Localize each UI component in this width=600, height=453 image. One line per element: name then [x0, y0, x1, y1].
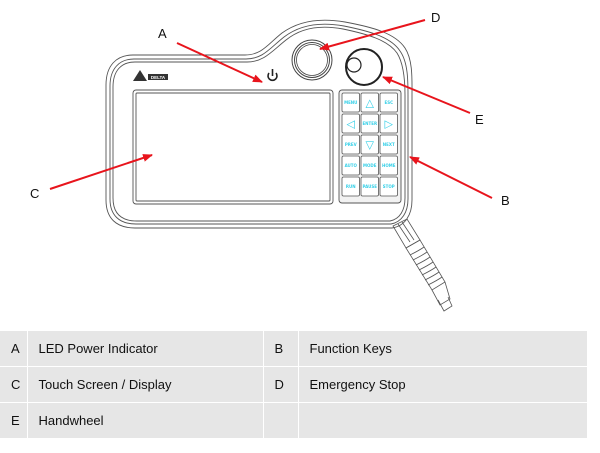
function-keys-panel: MENU △ ESC ◁ ENTER ▷ PREV ▽ NEXT AUTO MODE HOME RUN P… — [338, 89, 402, 204]
key-outline — [341, 155, 360, 176]
key-label: NEXT — [383, 142, 395, 147]
function-key: NEXT — [379, 134, 398, 155]
pendant-diagram: DELTA MENU △ ESC ◁ ENTER ▷ PREV ▽ NEXT AUTO MODE HO… — [30, 10, 510, 312]
key-arrow-icon: ◁ — [347, 118, 356, 131]
function-key: PREV — [341, 134, 360, 155]
function-key: RUN — [341, 176, 360, 197]
key-outline — [379, 176, 398, 197]
legend-key: C — [0, 366, 28, 403]
function-key: STOP — [379, 176, 398, 197]
key-outline — [360, 155, 379, 176]
legend-label: Touch Screen / Display — [27, 366, 264, 403]
device-body — [105, 19, 413, 229]
power-led-icon — [267, 69, 278, 82]
body-outline-inner-2 — [112, 26, 406, 222]
legend-label: LED Power Indicator — [27, 331, 264, 367]
key-label: ENTER — [362, 121, 377, 126]
function-key: ▷ — [379, 113, 398, 134]
function-key: MENU — [341, 92, 360, 113]
callout-label-d: D — [431, 10, 440, 25]
function-key: MODE — [360, 155, 379, 176]
function-key: ▽ — [360, 134, 379, 155]
key-outline — [341, 92, 360, 113]
legend-label: Handwheel — [27, 402, 264, 439]
legend-key: D — [263, 366, 299, 403]
legend-key: E — [0, 402, 28, 439]
legend-label — [298, 402, 587, 439]
key-outline — [360, 92, 379, 113]
function-key: ESC — [379, 92, 398, 113]
key-outline — [341, 113, 360, 134]
key-arrow-icon: ▽ — [366, 139, 375, 152]
cable-connector — [392, 218, 453, 312]
arrow-a — [176, 42, 263, 83]
body-outline-inner — [109, 23, 409, 225]
function-key: ◁ — [341, 113, 360, 134]
key-label: AUTO — [345, 163, 358, 168]
arrow-e — [382, 76, 471, 114]
callout-label-e: E — [475, 112, 484, 127]
legend-key — [263, 402, 299, 439]
emergency-stop-button — [291, 39, 333, 81]
handwheel — [345, 48, 383, 86]
function-key: △ — [360, 92, 379, 113]
legend-row: A LED Power Indicator B Function Keys — [0, 331, 587, 367]
key-label: MODE — [363, 163, 377, 168]
key-label: MENU — [344, 100, 357, 105]
brand-label: DELTA — [151, 75, 166, 80]
key-arrow-icon: △ — [366, 97, 375, 110]
key-outline — [360, 134, 379, 155]
key-outline — [341, 134, 360, 155]
legend-key: A — [0, 331, 28, 367]
callout-arrows — [49, 19, 493, 199]
key-outline — [379, 113, 398, 134]
key-outline — [379, 134, 398, 155]
callout-label-a: A — [158, 26, 167, 41]
function-key: HOME — [379, 155, 398, 176]
key-arrow-icon: ▷ — [385, 118, 394, 131]
function-key: AUTO — [341, 155, 360, 176]
key-outline — [341, 176, 360, 197]
legend-label: Emergency Stop — [298, 366, 587, 403]
legend-label: Function Keys — [298, 331, 587, 367]
legend-table: A LED Power Indicator B Function Keys C … — [0, 331, 587, 439]
key-outline — [360, 113, 379, 134]
key-label: PREV — [345, 142, 358, 147]
key-label: ESC — [384, 100, 393, 105]
arrow-b — [409, 156, 493, 199]
key-label: STOP — [383, 184, 395, 189]
legend-row: E Handwheel — [0, 402, 587, 439]
touch-screen — [132, 89, 334, 205]
callout-label-c: C — [30, 186, 39, 201]
brand-logo: DELTA — [133, 70, 168, 81]
key-outline — [360, 176, 379, 197]
key-outline — [379, 155, 398, 176]
function-key: ENTER — [360, 113, 379, 134]
legend-key: B — [263, 331, 299, 367]
function-key: PAUSE — [360, 176, 379, 197]
key-label: RUN — [346, 184, 356, 189]
key-label: PAUSE — [363, 184, 378, 189]
key-outline — [379, 92, 398, 113]
legend-row: C Touch Screen / Display D Emergency Sto… — [0, 366, 587, 403]
key-label: HOME — [382, 163, 396, 168]
body-outline-outer — [105, 19, 413, 229]
arrow-c — [49, 154, 153, 190]
brand-triangle-icon — [133, 70, 147, 81]
callout-label-b: B — [501, 193, 510, 208]
arrow-d — [319, 19, 426, 51]
